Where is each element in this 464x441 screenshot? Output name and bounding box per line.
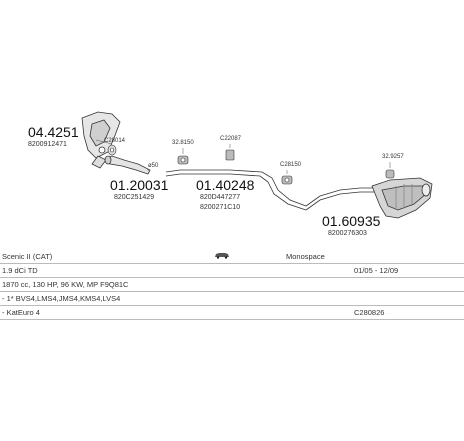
clamp-c22087: [225, 149, 235, 161]
rear-silencer: [371, 177, 433, 219]
model-name: Scenic II (CAT): [2, 252, 53, 261]
production-years: 01/05 - 12/09: [354, 266, 399, 275]
ref-32-8150: 32.8150: [172, 140, 194, 146]
leader-lines: [95, 139, 391, 174]
exhaust-diagram: 04.4251 8200912471 C28014 ø50 01.20031 8…: [28, 111, 433, 237]
dim-o50: ø50: [148, 163, 159, 169]
info-row-emission: - KatEuro 4 C280826: [0, 306, 464, 320]
info-row-codes: - 1* BVS4,LMS4,JMS4,KMS4,LVS4: [0, 292, 464, 306]
oem-number-0140248-alt: 8200271C10: [200, 204, 241, 211]
gasket-c28014: [107, 144, 117, 156]
info-row-model: Scenic II (CAT) Monospace: [0, 250, 464, 264]
part-number-0160935: 01.60935: [322, 213, 381, 229]
car-body-icon: [215, 253, 229, 259]
engine: 1.9 dCi TD: [2, 266, 38, 275]
kit-code: C280826: [354, 308, 385, 317]
gearbox-codes: - 1* BVS4,LMS4,JMS4,KMS4,LVS4: [2, 294, 121, 303]
exhaust-drawing: [81, 111, 433, 219]
oem-number-044251: 8200912471: [28, 141, 67, 148]
mount-32-8150: [177, 155, 189, 165]
catalytic-converter: [81, 111, 121, 169]
oem-number-0160935: 8200276303: [328, 230, 367, 237]
part-number-044251: 04.4251: [28, 124, 79, 140]
oem-number-0120031: 820C251429: [114, 194, 155, 201]
ref-c22087: C22087: [220, 136, 242, 142]
part-number-0140248: 01.40248: [196, 177, 255, 193]
center-pipe: [165, 169, 307, 211]
part-number-0120031: 01.20031: [110, 177, 169, 193]
info-row-engine: 1.9 dCi TD 01/05 - 12/09: [0, 264, 464, 278]
engine-spec: 1870 cc, 130 HP, 96 KW, MP F9Q81C: [2, 280, 129, 289]
body-type: Monospace: [286, 252, 325, 261]
ref-32-9257: 32.9257: [382, 154, 404, 160]
mount-32-9257: [385, 169, 395, 179]
mount-c28150: [281, 175, 293, 185]
oem-number-0140248: 820D447277: [200, 194, 241, 201]
info-row-spec: 1870 cc, 130 HP, 96 KW, MP F9Q81C: [0, 278, 464, 292]
ref-c28150: C28150: [280, 162, 302, 168]
emission-class: - KatEuro 4: [2, 308, 40, 317]
rear-pipe: [305, 187, 374, 211]
ref-c28014: C28014: [104, 138, 126, 144]
front-pipe: [104, 155, 151, 175]
